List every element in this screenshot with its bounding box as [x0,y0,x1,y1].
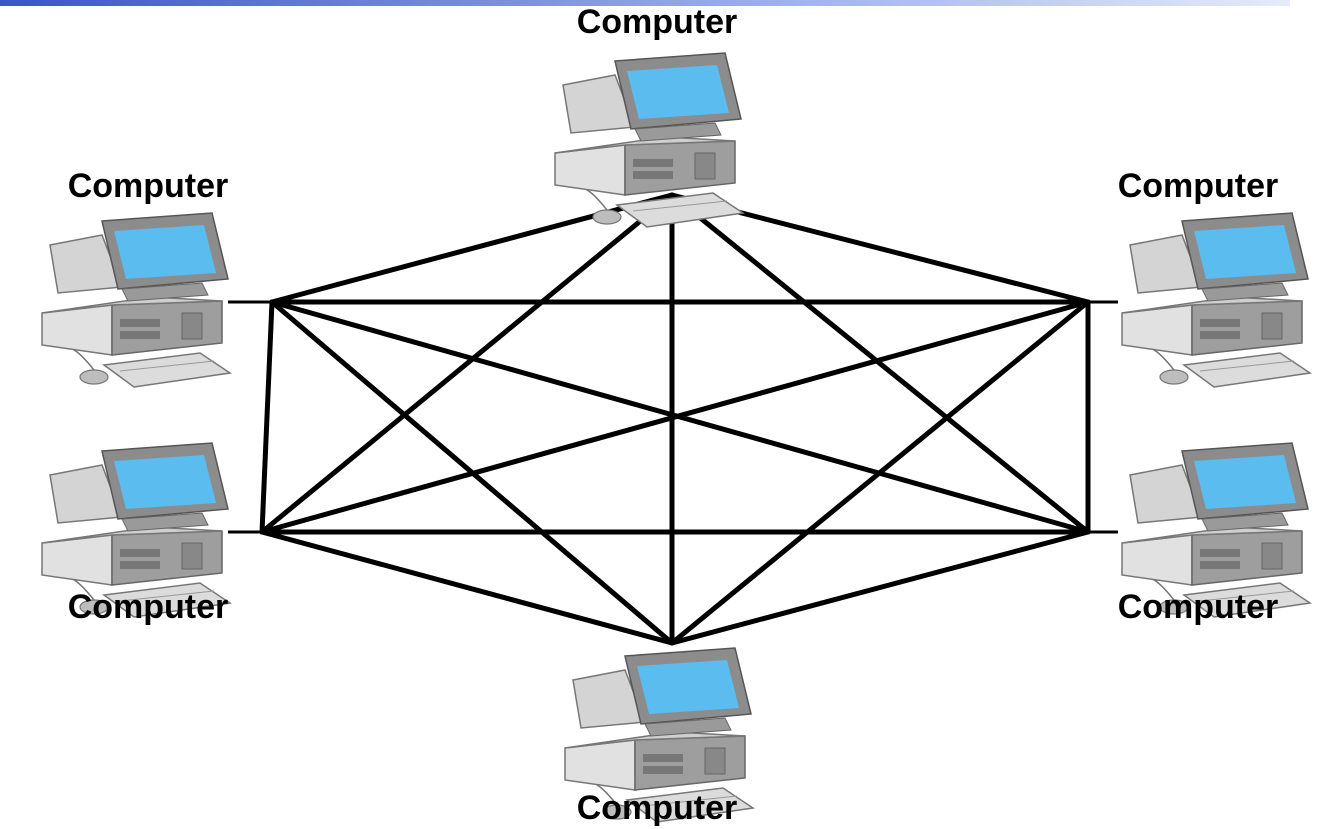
link-top-lower-left [259,192,675,535]
label-lower-right: Computer [1118,588,1279,626]
label-lower-left: Computer [68,588,229,626]
computer-icon-upper-left [41,212,231,388]
label-upper-right: Computer [1118,167,1279,205]
top-accent-bar [0,0,1290,6]
label-upper-left: Computer [68,167,229,205]
link-upper-left-lower-left [259,299,275,535]
label-bottom: Computer [577,789,738,827]
link-upper-right-lower-left [259,299,1091,535]
label-top: Computer [577,3,738,41]
link-lower-left-bottom [259,529,675,646]
link-upper-right-bottom [669,299,1091,646]
computer-icon-top [554,52,744,228]
link-lower-right-bottom [669,529,1091,646]
link-top-lower-right [669,192,1091,535]
computer-icon-upper-right [1121,212,1311,388]
mesh-links [259,192,1091,646]
